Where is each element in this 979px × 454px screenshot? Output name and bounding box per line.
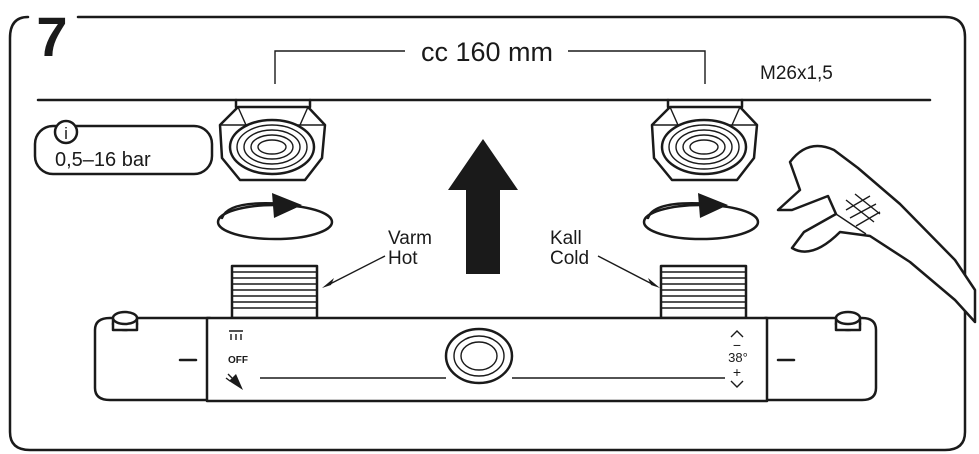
cold-inlet-label-en: Cold xyxy=(550,248,589,269)
thread-size-label: M26x1,5 xyxy=(760,63,833,84)
temperature-decrease-icon: − xyxy=(730,330,744,353)
temperature-increase-icon: + xyxy=(730,364,744,388)
handshower-icon xyxy=(225,373,243,390)
wall-outlet-left xyxy=(234,98,312,109)
wall-outlet-right xyxy=(666,98,744,109)
threaded-inlet-cold xyxy=(659,264,748,320)
info-icon xyxy=(53,119,79,145)
threaded-inlet-hot xyxy=(230,264,319,320)
shower-icon xyxy=(229,330,243,340)
center-distance-bracket: cc 160 mm xyxy=(274,37,706,84)
pressure-range-label: 0,5–16 bar xyxy=(55,149,151,171)
hex-nut-right xyxy=(650,105,759,182)
step-number: 7 xyxy=(36,5,67,68)
svg-text:+: + xyxy=(733,364,741,380)
wrench-icon xyxy=(776,144,977,324)
center-distance-label: cc 160 mm xyxy=(421,37,553,67)
up-arrow-icon xyxy=(448,139,518,274)
hex-nut-left xyxy=(218,105,327,182)
cold-inlet-label: Kall xyxy=(550,228,582,249)
thermostatic-mixer: OFF − 38° + xyxy=(93,310,878,403)
pressure-info-badge: i 0,5–16 bar xyxy=(33,119,214,176)
hot-inlet-label: Varm xyxy=(388,228,432,249)
svg-text:i: i xyxy=(64,124,68,143)
center-outlet xyxy=(444,327,514,385)
temperature-label: 38° xyxy=(728,350,748,365)
rotate-arrow-icon xyxy=(642,193,760,241)
rotate-arrow-icon xyxy=(216,193,334,241)
off-label: OFF xyxy=(228,355,248,366)
hot-inlet-label-en: Hot xyxy=(388,248,418,269)
step-frame xyxy=(8,15,967,452)
svg-text:−: − xyxy=(733,337,741,353)
